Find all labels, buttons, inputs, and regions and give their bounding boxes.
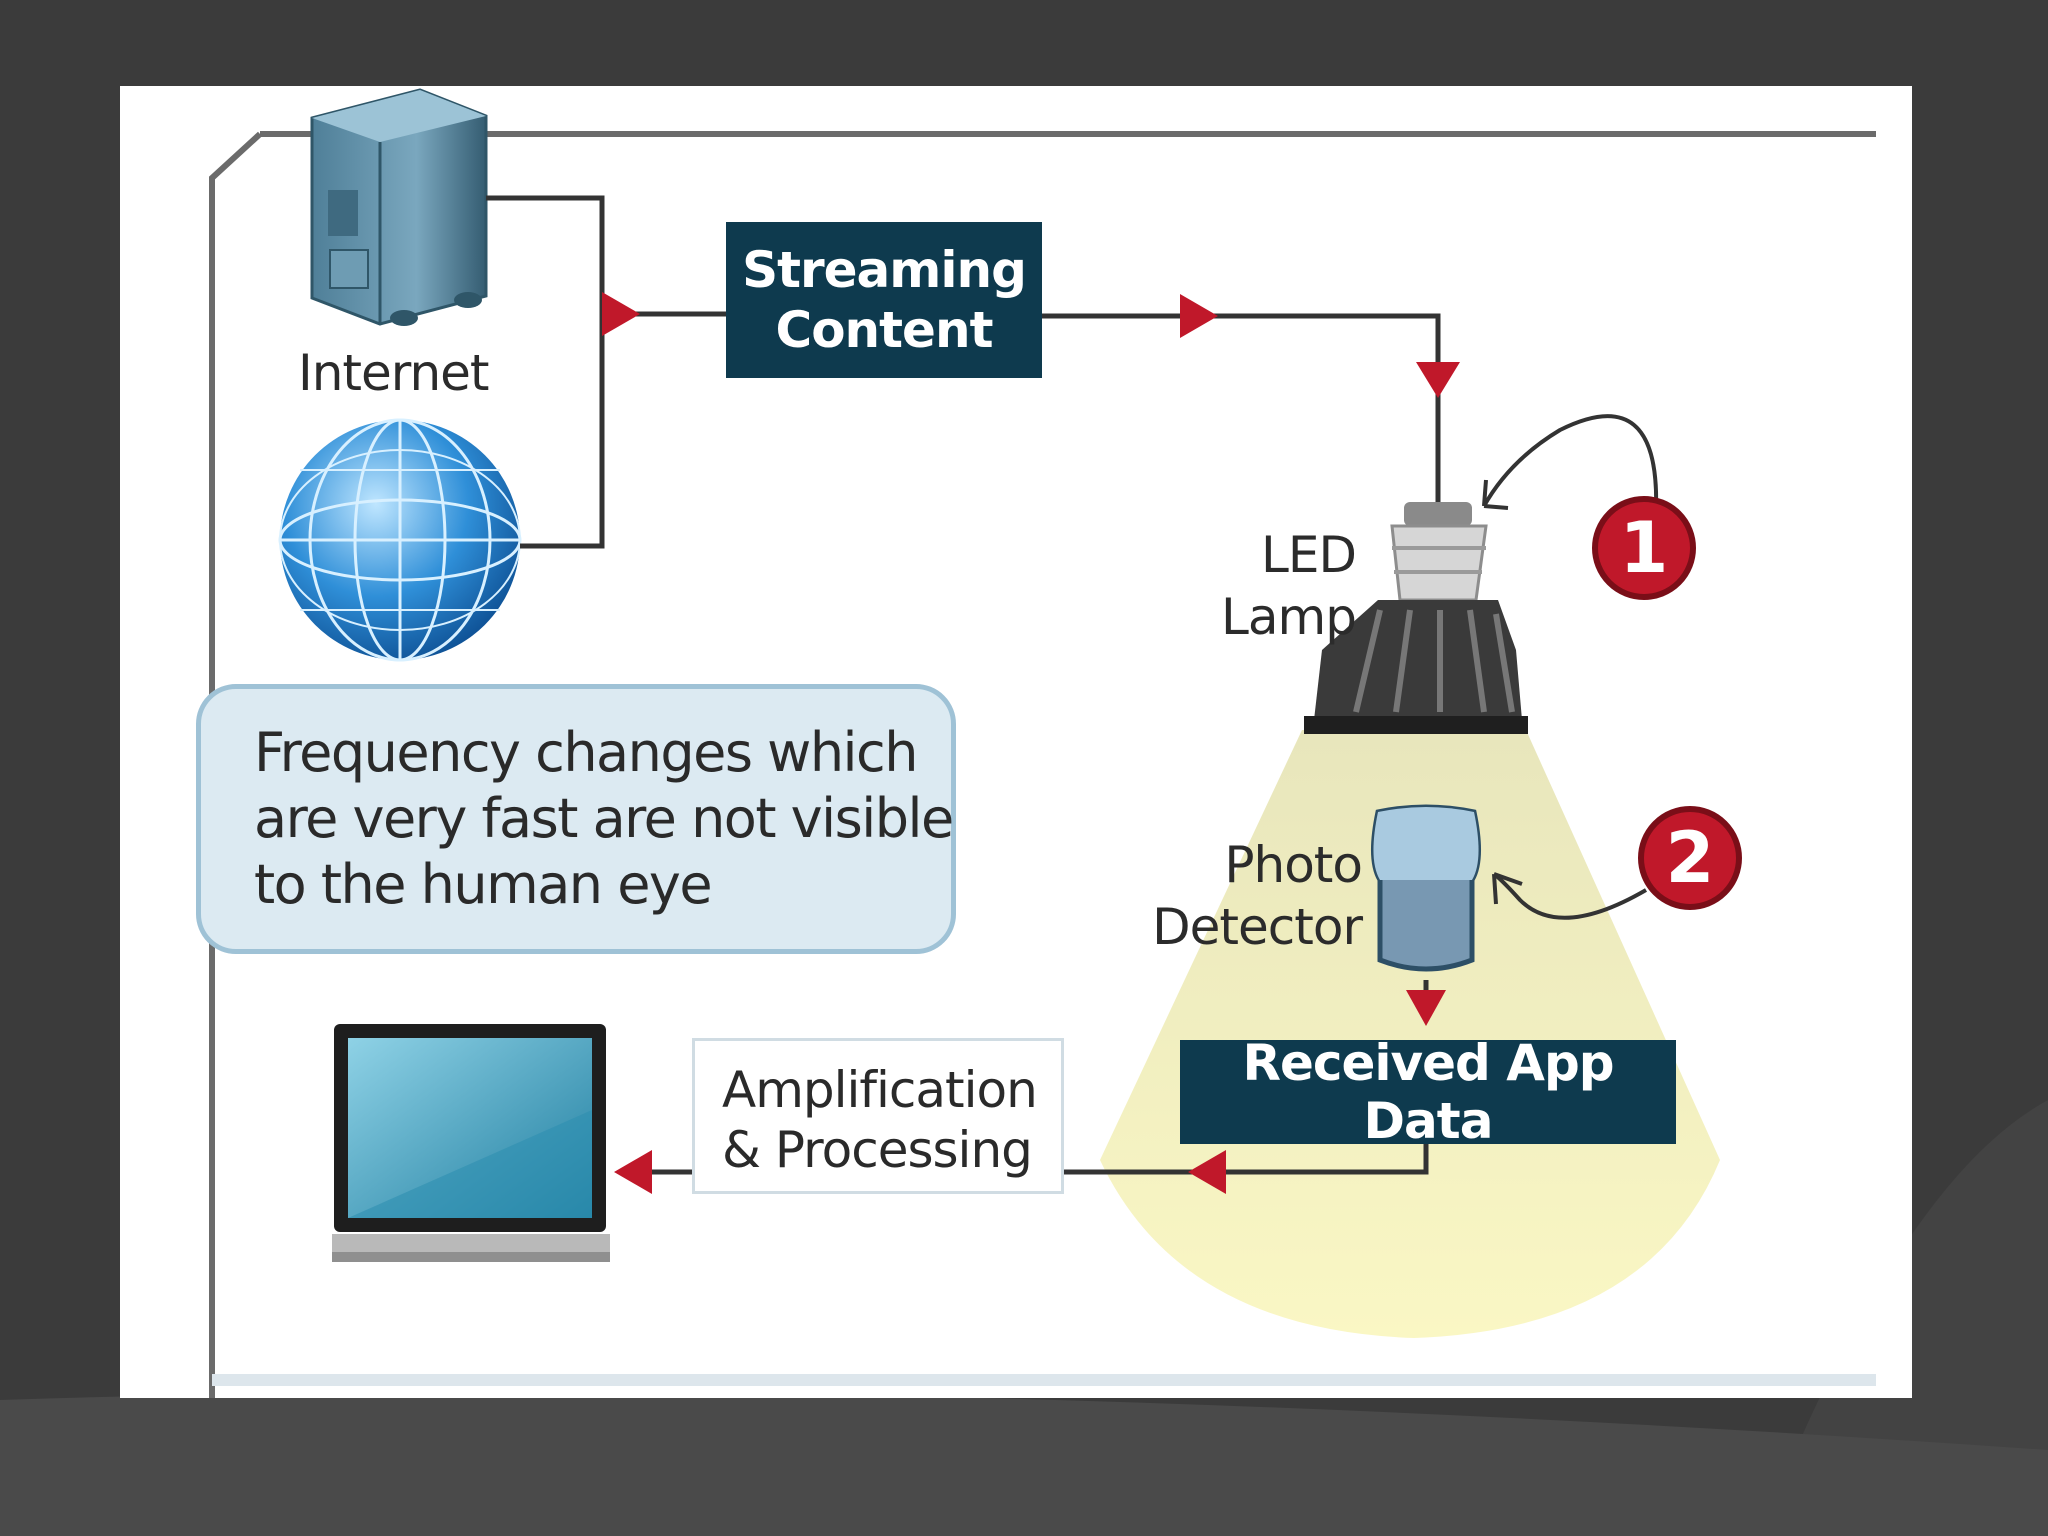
light-cone [1100, 730, 1720, 1338]
frequency-note-text: Frequency changes which are very fast ar… [254, 720, 954, 918]
step-2-badge: 2 [1638, 806, 1742, 910]
server-icon [310, 88, 488, 326]
streaming-content-line2: Content [775, 301, 994, 359]
note-line1: Frequency changes which [254, 721, 918, 784]
led-bulb-icon [1304, 502, 1528, 734]
note-line3: to the human eye [254, 853, 713, 916]
frequency-note-box [196, 684, 956, 954]
globe-icon [278, 418, 522, 662]
photo-detector-label-line1: Photo [1224, 836, 1363, 894]
step-1-badge: 1 [1592, 496, 1696, 600]
received-app-data-box: Received App Data [1180, 1034, 1676, 1150]
photo-detector-icon [1370, 804, 1482, 972]
amplification-processing-box [692, 1038, 1064, 1194]
internet-label: Internet [298, 344, 490, 402]
photo-detector-label-line2: Detector [1152, 898, 1363, 956]
amplification-line2: & Processing [722, 1121, 1033, 1179]
led-lamp-label-line2: Lamp [1221, 588, 1357, 646]
amplification-processing-text: Amplification & Processing [722, 1060, 1062, 1180]
laptop-icon [332, 1024, 610, 1262]
streaming-content-line1: Streaming [742, 241, 1027, 299]
note-line2: are very fast are not visible [254, 787, 954, 850]
streaming-content-box: Streaming Content [726, 222, 1042, 378]
amplification-line1: Amplification [722, 1061, 1038, 1119]
led-lamp-label-line1: LED [1261, 526, 1357, 584]
